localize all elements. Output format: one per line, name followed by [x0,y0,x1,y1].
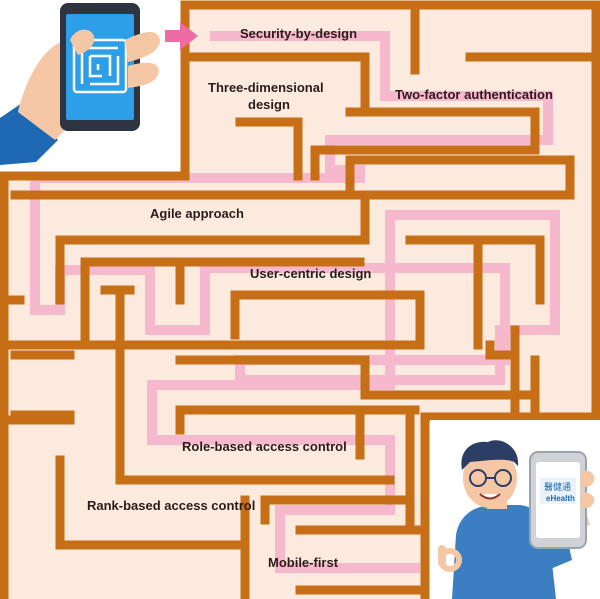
label-user-centric-design: User-centric design [250,266,371,281]
label-agile-approach: Agile approach [150,206,244,221]
man-holding-ehealth-phone-icon: 醫健通 eHealth [430,420,600,599]
label-two-factor-authentication: Two-factor authentication [395,87,553,102]
ehealth-chinese-logo: 醫健通 [544,481,571,493]
label-role-based-access-control: Role-based access control [182,439,347,454]
label-design: design [248,97,290,112]
solution-path [30,31,560,573]
label-rank-based-access-control: Rank-based access control [87,498,255,513]
entry-arrow-icon [165,22,198,50]
hand-holding-phone-maze-icon [0,0,160,165]
ehealth-logo: eHealth [546,494,575,503]
label-security-by-design: Security-by-design [240,26,357,41]
label-mobile-first: Mobile-first [268,555,339,570]
label-three-dimensional: Three-dimensional [208,80,324,95]
